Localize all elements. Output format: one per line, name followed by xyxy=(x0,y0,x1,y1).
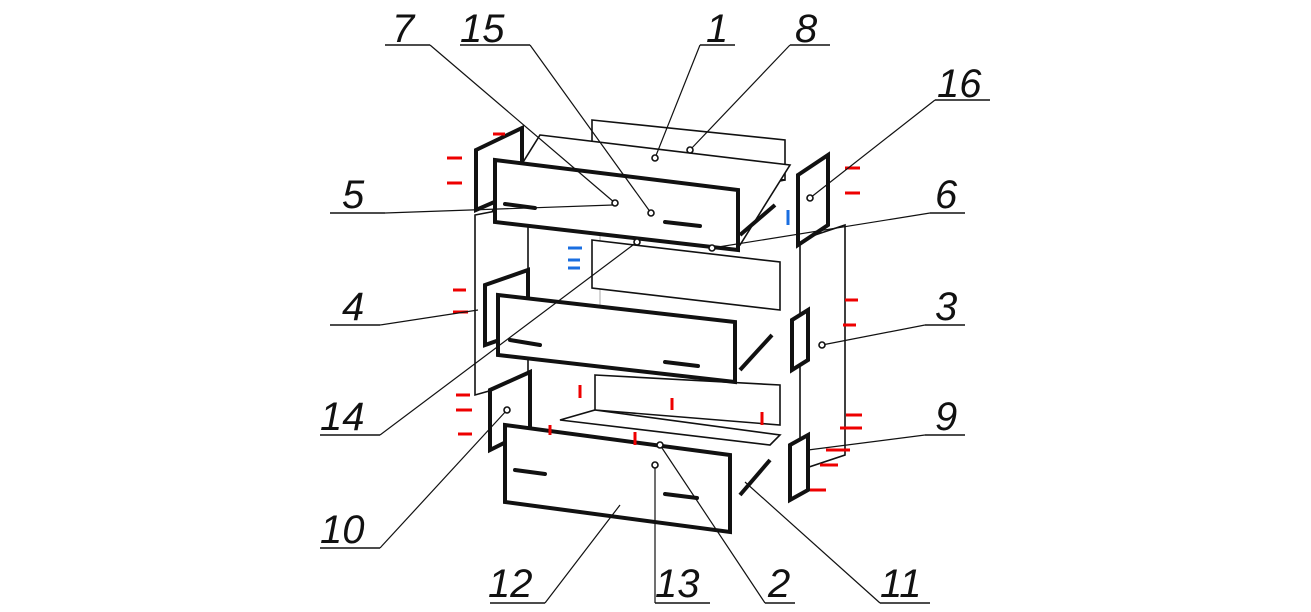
callout-label: 2 xyxy=(767,562,790,606)
callout-label: 1 xyxy=(706,7,728,51)
callout-3: 3 xyxy=(818,285,965,349)
drawer-runners xyxy=(738,203,777,497)
callout-1: 1 xyxy=(651,7,735,162)
callout-8: 8 xyxy=(686,7,830,154)
callout-14: 14 xyxy=(320,238,641,439)
callout-5: 5 xyxy=(330,173,614,217)
callout-6: 6 xyxy=(708,173,965,252)
callout-9: 9 xyxy=(807,395,965,451)
callout-7: 7 xyxy=(385,7,619,207)
callout-label: 4 xyxy=(342,285,364,329)
callout-label: 14 xyxy=(320,395,365,439)
callout-label: 12 xyxy=(488,562,533,606)
callout-label: 6 xyxy=(935,173,958,217)
callout-label: 10 xyxy=(320,508,365,552)
drawer-front-bottom xyxy=(503,422,732,535)
callout-16: 16 xyxy=(806,62,990,202)
callout-label: 15 xyxy=(460,7,505,51)
callout-10: 10 xyxy=(320,406,511,552)
callout-label: 8 xyxy=(795,7,818,51)
callout-13: 13 xyxy=(651,461,710,606)
drawer-front-middle xyxy=(496,292,737,385)
callout-4: 4 xyxy=(330,285,479,329)
fasteners xyxy=(447,132,862,492)
callout-label: 11 xyxy=(880,562,922,606)
callout-label: 13 xyxy=(655,562,700,606)
callout-label: 7 xyxy=(392,7,416,51)
callout-label: 16 xyxy=(937,62,982,106)
callout-label: 9 xyxy=(935,395,957,439)
callout-label: 5 xyxy=(342,173,365,217)
callout-15: 15 xyxy=(460,7,655,217)
callout-label: 3 xyxy=(935,285,957,329)
callout-2: 2 xyxy=(656,441,795,606)
callout-12: 12 xyxy=(488,504,621,606)
callout-11: 11 xyxy=(744,481,930,606)
rails xyxy=(559,239,782,446)
